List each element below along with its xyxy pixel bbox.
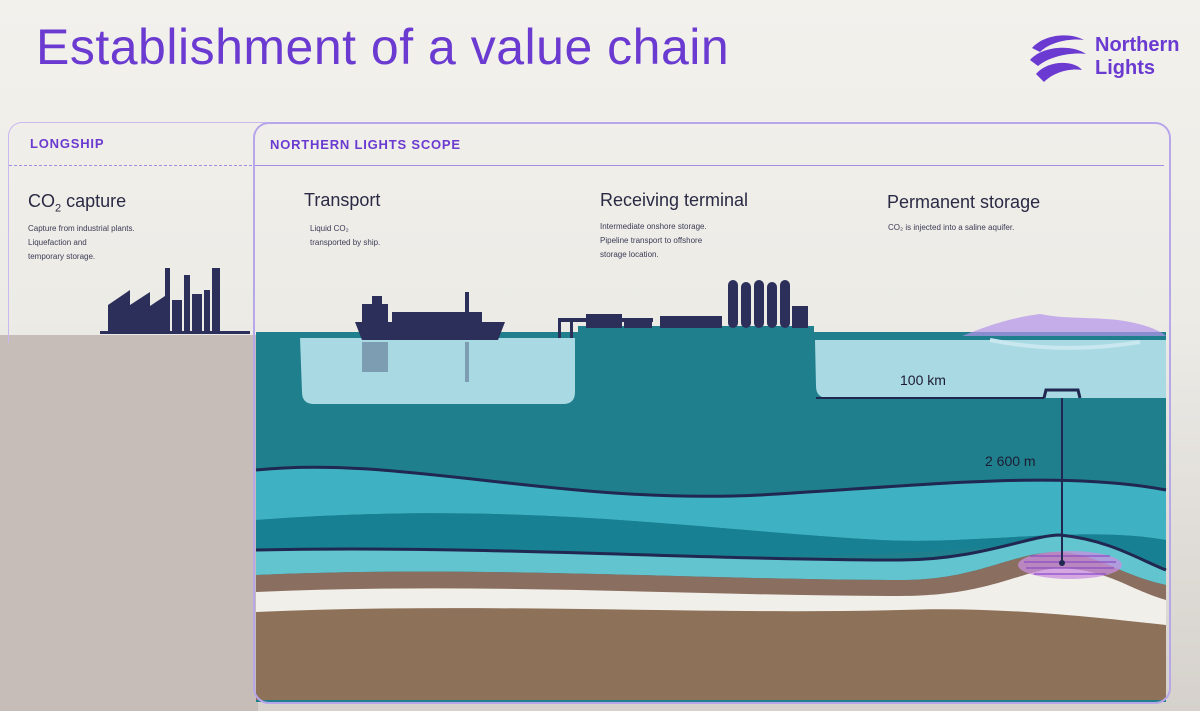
- scope-divider: [256, 165, 1164, 166]
- terminal-desc-line: Pipeline transport to offshore: [600, 236, 703, 245]
- transport-title: Transport: [304, 190, 381, 210]
- terminal-desc-line: storage location.: [600, 250, 659, 259]
- logo-text: Northern Lights: [1095, 34, 1195, 80]
- seabed-sediment: [256, 608, 1166, 700]
- harbour-water: [300, 338, 575, 404]
- distance-label: 100 km: [900, 372, 946, 388]
- aquifer-layer-lower: [256, 535, 1166, 585]
- storage-desc-line: CO₂ is injected into a saline aquifer.: [888, 223, 1015, 232]
- depth-label: 2 600 m: [985, 453, 1036, 469]
- subsea-template-icon: [1042, 388, 1082, 399]
- terminal-land: [578, 326, 814, 334]
- storage-title: Permanent storage: [887, 192, 1041, 212]
- capture-title-sub: 2: [55, 202, 62, 215]
- longship-divider: [9, 165, 257, 166]
- capture-desc-line: Liquefaction and: [28, 238, 87, 247]
- logo-line-2: Lights: [1095, 57, 1155, 79]
- terminal-title: Receiving terminal: [600, 190, 749, 210]
- storage-description: CO₂ is injected into a saline aquifer.: [888, 221, 1098, 235]
- northern-lights-swirl-icon: [1030, 35, 1086, 82]
- northern-lights-logo: Northern Lights: [1026, 30, 1191, 88]
- transport-desc-line: transported by ship.: [310, 238, 381, 247]
- aquifer-layer-upper: [256, 467, 1166, 541]
- capture-title-suffix: capture: [61, 191, 127, 211]
- terminal-facility-icon: [558, 280, 808, 338]
- co2-storage-reservoir: [1018, 551, 1122, 579]
- transport-description: Liquid CO₂ transported by ship.: [310, 222, 520, 250]
- land-area: [0, 335, 258, 711]
- slide-title: Establishment of a value chain: [36, 19, 730, 75]
- capture-title-prefix: CO: [28, 191, 55, 211]
- island-icon: [962, 314, 1166, 350]
- transport-desc-line: Liquid CO₂: [310, 224, 349, 233]
- offshore-water: [815, 340, 1166, 398]
- terminal-description: Intermediate onshore storage. Pipeline t…: [600, 220, 810, 262]
- scope-label: NORTHERN LIGHTS SCOPE: [270, 137, 461, 152]
- northern-lights-scope-panel: [253, 122, 1171, 704]
- longship-panel: [8, 122, 267, 343]
- white-layer: [256, 568, 1166, 630]
- terminal-desc-line: Intermediate onshore storage.: [600, 222, 707, 231]
- factory-icon: [100, 268, 250, 334]
- capture-title: CO2 capture: [28, 191, 126, 215]
- capture-desc-line: Capture from industrial plants.: [28, 224, 135, 233]
- capture-description: Capture from industrial plants. Liquefac…: [28, 222, 238, 264]
- logo-line-1: Northern: [1095, 34, 1180, 56]
- cap-rock-layer: [256, 552, 1166, 620]
- ship-icon: [355, 292, 505, 340]
- capture-desc-line: temporary storage.: [28, 252, 96, 261]
- longship-label: LONGSHIP: [30, 136, 105, 151]
